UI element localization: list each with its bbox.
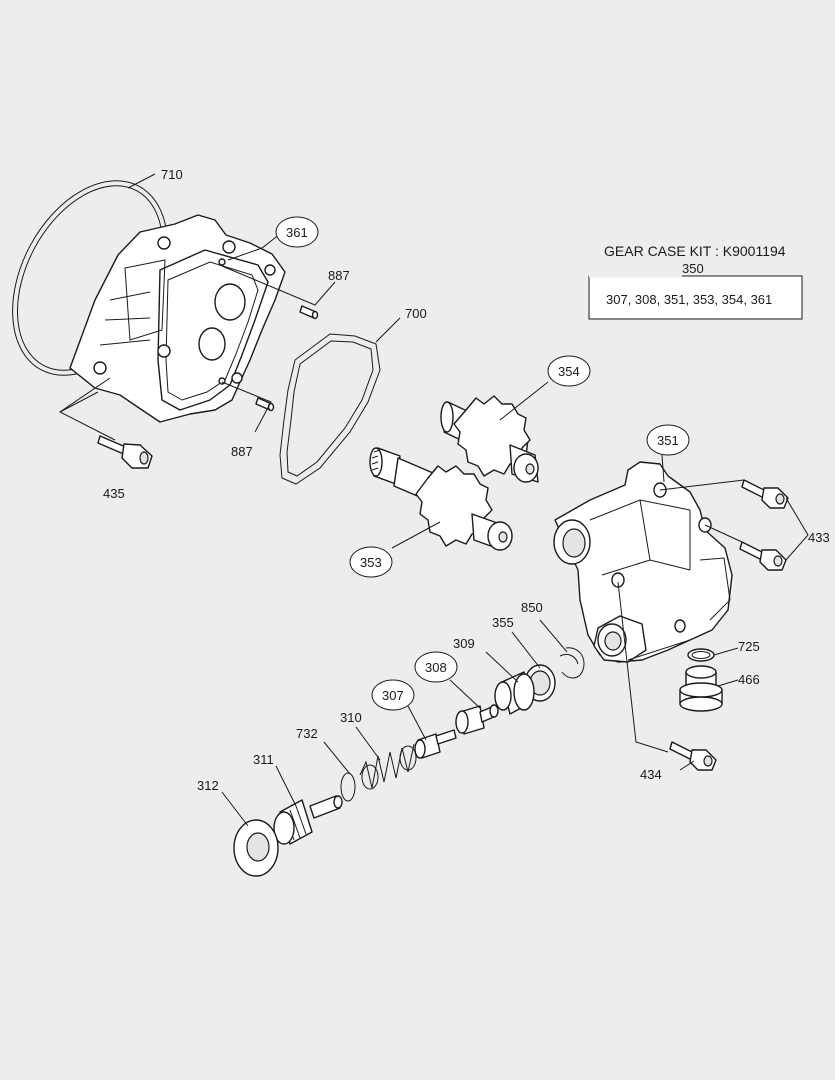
pin-887-upper: [299, 305, 319, 320]
label-710: 710: [161, 167, 183, 182]
bolt-433-lower: [739, 541, 787, 571]
pilot-piston-307: [414, 729, 457, 759]
label-725: 725: [738, 639, 760, 654]
drive-gear-shaft-353: [369, 447, 513, 551]
bolt-433-upper: [741, 479, 789, 509]
label-311: 311: [253, 752, 274, 767]
label-310: 310: [340, 710, 362, 725]
label-354: 354: [558, 364, 580, 379]
label-732: 732: [296, 726, 318, 741]
label-307: 307: [382, 688, 404, 703]
leader-lines: [59, 173, 809, 827]
driven-gear-354: [440, 395, 539, 483]
kit-contents: 307, 308, 351, 353, 354, 361: [606, 292, 772, 307]
label-887-lower: 887: [231, 444, 253, 459]
poppet-308: [455, 704, 499, 735]
gear-case-cover-361: [69, 214, 286, 423]
label-309: 309: [453, 636, 475, 651]
label-887-upper: 887: [328, 268, 350, 283]
label-351: 351: [657, 433, 679, 448]
label-435: 435: [103, 486, 125, 501]
plug-466: [679, 665, 723, 712]
label-466: 466: [738, 672, 760, 687]
part-labels: 710 361 887 700 887 435 354 351 433 353 …: [103, 167, 830, 793]
bolt-434: [669, 741, 717, 771]
label-355: 355: [492, 615, 514, 630]
spring-310: [359, 743, 417, 790]
label-850: 850: [521, 600, 543, 615]
lock-nut-312: [233, 819, 279, 877]
label-361: 361: [286, 225, 308, 240]
adjuster-311: [273, 795, 343, 845]
gasket-700: [279, 333, 381, 485]
label-700: 700: [405, 306, 427, 321]
valve-sleeve-309: [494, 671, 535, 715]
o-ring-725: [687, 648, 715, 662]
label-308: 308: [425, 660, 447, 675]
kit-number: 350: [682, 261, 704, 276]
kit-info-box: GEAR CASE KIT : K9001194 350 307, 308, 3…: [588, 243, 803, 320]
label-353: 353: [360, 555, 382, 570]
label-312: 312: [197, 778, 219, 793]
label-434: 434: [640, 767, 662, 782]
gear-case-351: [553, 461, 733, 663]
kit-title: GEAR CASE KIT : K9001194: [604, 243, 786, 259]
label-433: 433: [808, 530, 830, 545]
snap-ring-850: [559, 647, 585, 679]
o-ring-732: [340, 772, 356, 802]
bolt-435: [97, 435, 153, 469]
callout-circles: [275, 216, 690, 711]
